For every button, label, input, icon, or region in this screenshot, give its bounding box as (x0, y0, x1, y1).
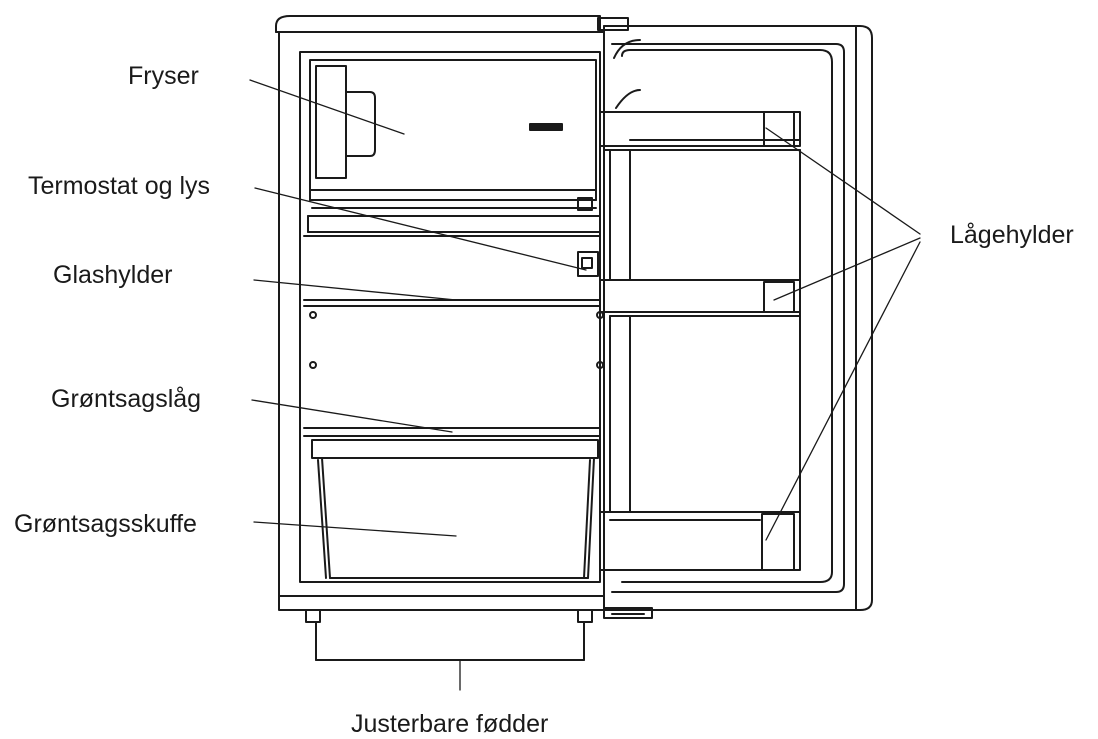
door (597, 17, 873, 619)
fridge-interior (303, 215, 604, 437)
label-lagehylder: Lågehylder (950, 221, 1074, 249)
label-grontsagsskuffe: Grøntsagsskuffe (14, 510, 197, 538)
leader-lines (249, 79, 921, 691)
feet (305, 609, 593, 661)
label-glashylder: Glashylder (53, 261, 173, 289)
label-justerbare-fodder: Justerbare fødder (351, 710, 549, 738)
freezer (309, 59, 597, 211)
label-grontsagslag: Grøntsagslåg (51, 385, 202, 413)
crisper-drawer (311, 439, 599, 579)
label-termostat-og-lys: Termostat og lys (28, 172, 211, 200)
label-fryser: Fryser (128, 62, 199, 90)
